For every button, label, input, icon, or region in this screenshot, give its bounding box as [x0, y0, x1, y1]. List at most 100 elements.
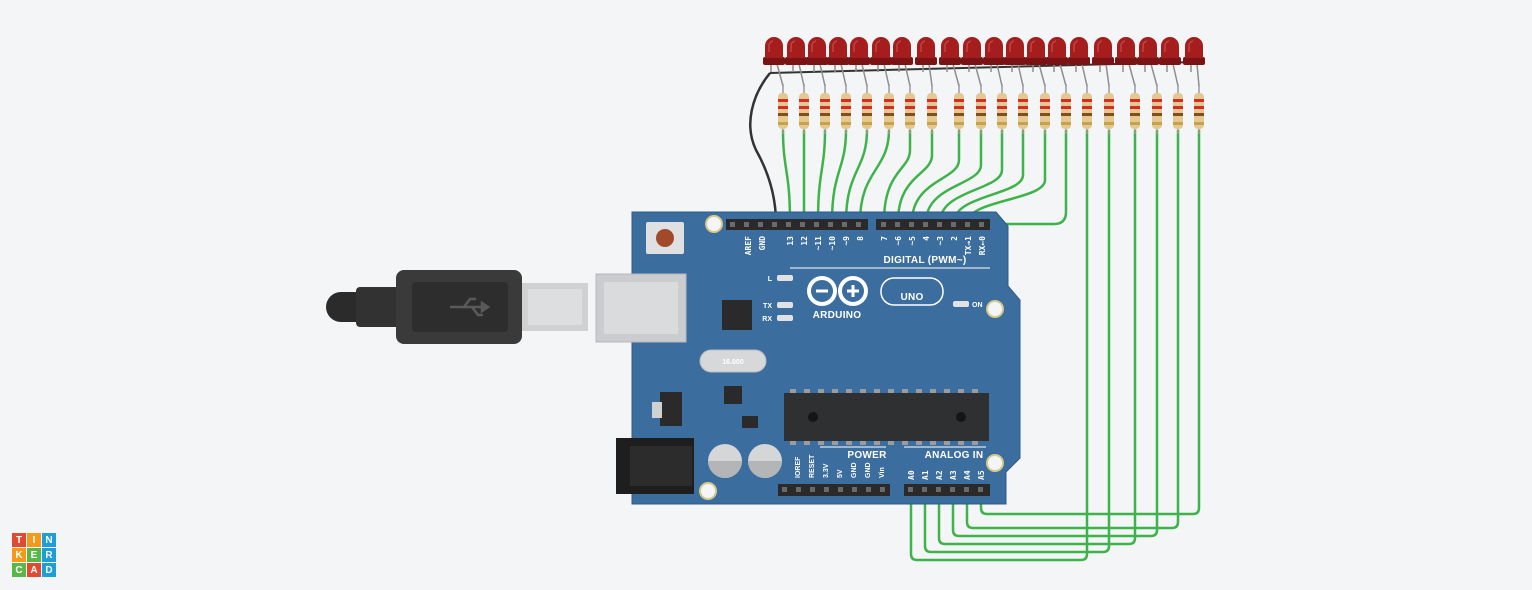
led-unit-15[interactable] — [1068, 37, 1092, 134]
analog-header — [904, 484, 990, 496]
header-socket — [730, 222, 735, 227]
resistor-band-2 — [1061, 106, 1071, 109]
led-unit-2[interactable] — [785, 37, 809, 134]
led-dome[interactable] — [1185, 37, 1203, 58]
analog-pin-label-a1: A1 — [921, 470, 930, 480]
arduino-logo-right-ring — [838, 276, 868, 306]
led-dome[interactable] — [941, 37, 959, 58]
led-lead-anode — [776, 63, 784, 87]
status-led-label-tx: TX — [763, 303, 772, 310]
header-socket — [856, 222, 861, 227]
capacitor-shade-1 — [708, 461, 742, 478]
resistor-band-1 — [778, 99, 788, 102]
resistor-band-4 — [799, 122, 809, 125]
resistor-band-2 — [905, 106, 915, 109]
power-pin-label-33v: 3.3V — [823, 463, 830, 478]
header-socket — [828, 222, 833, 227]
pin-label-4: 4 — [922, 236, 931, 241]
header-socket — [937, 222, 942, 227]
brand-label: ARDUINO — [813, 310, 862, 321]
led-unit-20[interactable] — [1183, 37, 1205, 134]
led-dome[interactable] — [963, 37, 981, 58]
led-unit-19[interactable] — [1159, 37, 1183, 134]
led-highlight — [896, 40, 902, 52]
led-dome[interactable] — [808, 37, 826, 58]
signal-wire-8 — [896, 130, 934, 223]
chip-pin-top — [916, 389, 922, 393]
led-dome[interactable] — [765, 37, 783, 58]
led-highlight — [1188, 40, 1194, 52]
analog-wire-4 — [951, 130, 1159, 538]
resistor-band-3 — [954, 113, 964, 116]
usb-collar — [356, 287, 402, 327]
led-unit-5[interactable] — [848, 37, 872, 134]
logo-letter: K — [12, 548, 26, 562]
usb-cable[interactable] — [326, 270, 588, 344]
led-array[interactable] — [763, 37, 1205, 134]
led-unit-17[interactable] — [1115, 37, 1140, 134]
led-unit-1[interactable] — [763, 37, 788, 134]
power-pin-label-5v: 5V — [837, 469, 844, 478]
pin-label-AREF: AREF — [744, 236, 753, 255]
pin-label-3: ~3 — [936, 236, 945, 246]
led-unit-7[interactable] — [891, 37, 915, 134]
led-unit-9[interactable] — [939, 37, 964, 134]
led-unit-3[interactable] — [806, 37, 830, 134]
led-lead-anode — [861, 63, 868, 87]
header-socket — [922, 487, 927, 492]
led-rim — [848, 57, 870, 65]
led-unit-4[interactable] — [827, 37, 851, 134]
header-socket — [881, 222, 886, 227]
analog-wire-1 — [909, 130, 1089, 562]
led-dome[interactable] — [1006, 37, 1024, 58]
mounting-hole-1 — [705, 215, 723, 233]
led-dome[interactable] — [893, 37, 911, 58]
led-unit-11[interactable] — [983, 37, 1007, 134]
led-dome[interactable] — [1027, 37, 1045, 58]
led-dome[interactable] — [850, 37, 868, 58]
led-rim — [1004, 57, 1026, 65]
led-dome[interactable] — [1117, 37, 1135, 58]
led-dome[interactable] — [1048, 37, 1066, 58]
led-unit-16[interactable] — [1092, 37, 1114, 134]
led-unit-14[interactable] — [1046, 37, 1071, 134]
reset-button[interactable] — [656, 229, 674, 247]
led-dome[interactable] — [1161, 37, 1179, 58]
chip-pin-top — [958, 389, 964, 393]
led-lead-anode — [1059, 63, 1067, 87]
led-dome[interactable] — [1139, 37, 1157, 58]
led-dome[interactable] — [1094, 37, 1112, 58]
atmega-microcontroller — [784, 393, 989, 441]
chip-pin-top — [818, 389, 824, 393]
led-dome[interactable] — [985, 37, 1003, 58]
resistor-band-1 — [1194, 99, 1204, 102]
led-unit-8[interactable] — [915, 37, 937, 134]
power-jack-face — [630, 446, 692, 486]
led-unit-10[interactable] — [961, 37, 986, 134]
header-socket — [880, 487, 885, 492]
led-dome[interactable] — [829, 37, 847, 58]
led-rim — [1115, 57, 1137, 65]
led-unit-18[interactable] — [1137, 37, 1162, 134]
led-unit-6[interactable] — [870, 37, 894, 134]
led-dome[interactable] — [872, 37, 890, 58]
pin-label-GND: GND — [758, 236, 767, 251]
led-dome[interactable] — [787, 37, 805, 58]
status-led-label-l: L — [768, 276, 773, 283]
chip-pin-top — [804, 389, 810, 393]
arduino-logo-left-ring — [807, 276, 837, 306]
led-unit-12[interactable] — [1004, 37, 1028, 134]
resistor-band-1 — [954, 99, 964, 102]
led-dome[interactable] — [917, 37, 935, 58]
pin-label-11: ~11 — [814, 236, 823, 251]
led-unit-13[interactable] — [1025, 37, 1050, 134]
resistor-band-4 — [1018, 122, 1028, 125]
usb-controller-chip — [722, 300, 752, 330]
mounting-hole-3 — [986, 454, 1004, 472]
resistor-band-1 — [841, 99, 851, 102]
led-dome[interactable] — [1070, 37, 1088, 58]
resistor-band-4 — [862, 122, 872, 125]
led-lead-anode — [840, 63, 847, 87]
resistor-band-1 — [1061, 99, 1071, 102]
